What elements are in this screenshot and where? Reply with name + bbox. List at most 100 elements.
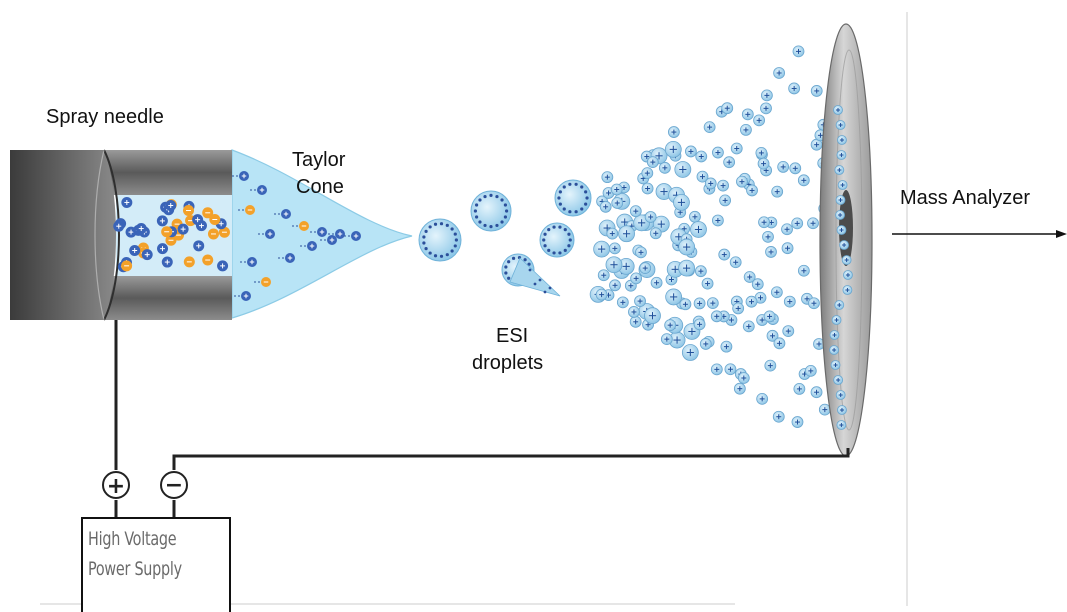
positive-ion: [718, 248, 731, 261]
positive-ion: [829, 345, 839, 355]
positive-ion: [818, 403, 831, 416]
positive-ion: [833, 375, 844, 385]
positive-ion: [608, 242, 621, 255]
droplet: [470, 190, 512, 232]
positive-ion: [335, 229, 345, 239]
positive-ion: [635, 246, 647, 259]
positive-ion: [634, 295, 646, 307]
counter-ion: [202, 207, 214, 219]
positive-ion: [743, 271, 756, 283]
positive-ion: [247, 257, 257, 267]
droplet-fission-tail: [509, 257, 561, 297]
positive-ion: [193, 240, 205, 252]
positive-ion: [710, 310, 723, 323]
positive-ion: [601, 171, 614, 184]
positive-ion: [674, 161, 692, 178]
positive-ion: [807, 217, 819, 230]
positive-ion: [742, 320, 755, 333]
positive-ion: [641, 167, 654, 180]
fission-ion: [548, 286, 552, 290]
fission-ion: [543, 290, 547, 294]
positive-ion: [737, 372, 750, 384]
positive-ion: [644, 307, 661, 325]
positive-ion: [793, 382, 806, 395]
positive-ion: [605, 256, 623, 274]
counter-ion: [209, 214, 221, 226]
positive-ion: [161, 256, 173, 268]
counter-ion: [183, 256, 195, 268]
high-voltage-power-supply: High Voltage Power Supply: [81, 517, 231, 612]
positive-ion: [239, 171, 249, 181]
positive-ion: [719, 194, 732, 207]
positive-ion: [141, 249, 153, 261]
positive-ion: [834, 165, 845, 175]
positive-ion: [841, 255, 852, 265]
positive-ion: [678, 259, 695, 277]
positive-ion: [788, 82, 801, 95]
positive-ion: [618, 225, 635, 243]
positive-ion: [285, 253, 295, 263]
positive-ion: [611, 197, 624, 209]
positive-ion: [751, 278, 764, 291]
spray-needle-label: Spray needle: [46, 106, 164, 128]
positive-ion: [689, 210, 701, 223]
plate-wire: [172, 448, 850, 470]
positive-ion: [834, 300, 845, 310]
positive-ion: [842, 285, 853, 295]
counter-ion: [207, 228, 219, 240]
positive-ion: [810, 386, 823, 399]
cone-ions: [232, 171, 361, 301]
positive-ion: [327, 235, 337, 245]
positive-ion: [783, 295, 796, 308]
plus-sign: +: [107, 474, 125, 499]
positive-ion: [724, 363, 737, 376]
positive-ion: [351, 231, 361, 241]
positive-ion: [690, 221, 707, 238]
fission-ion: [528, 268, 532, 272]
positive-ion: [630, 272, 643, 285]
positive-ion: [836, 420, 847, 430]
positive-ion: [595, 288, 608, 301]
counter-ion: [261, 277, 271, 287]
positive-ion: [791, 217, 804, 230]
positive-ion: [782, 325, 795, 338]
positive-ion: [706, 297, 719, 310]
positive-ion: [317, 227, 327, 237]
positive-ion: [113, 220, 125, 232]
positive-ion: [281, 209, 291, 219]
positive-ion: [664, 319, 677, 332]
positive-ion: [839, 240, 849, 250]
positive-ion: [156, 215, 168, 227]
positive-ion: [835, 390, 846, 400]
positive-ion: [667, 126, 680, 138]
positive-ion: [760, 102, 772, 115]
positive-ion: [756, 392, 769, 405]
positive-ion: [763, 310, 776, 323]
positive-ion: [766, 329, 779, 342]
counter-ion: [161, 226, 173, 238]
psu-label-line1: High Voltage: [88, 528, 177, 550]
needle-ions: [113, 196, 230, 273]
positive-ion: [760, 89, 773, 102]
droplet: [554, 179, 592, 217]
positive-ion: [733, 382, 746, 395]
positive-ion: [616, 296, 629, 309]
positive-ion: [660, 333, 673, 346]
positive-ion: [217, 260, 229, 272]
spray-needle: [10, 149, 232, 321]
positive-ion: [241, 291, 251, 301]
positive-ion: [685, 145, 697, 158]
positive-ion: [712, 146, 724, 159]
positive-ion: [781, 242, 794, 255]
positive-ion: [797, 264, 810, 277]
counter-ion: [218, 226, 230, 238]
positive-ion: [307, 241, 317, 251]
positive-ion: [736, 175, 748, 188]
positive-ion: [629, 315, 642, 328]
positive-ion: [835, 210, 845, 220]
minus-sign: −: [165, 473, 183, 498]
positive-ion: [710, 363, 723, 376]
positive-ion: [649, 227, 662, 240]
positive-ion: [639, 262, 652, 274]
